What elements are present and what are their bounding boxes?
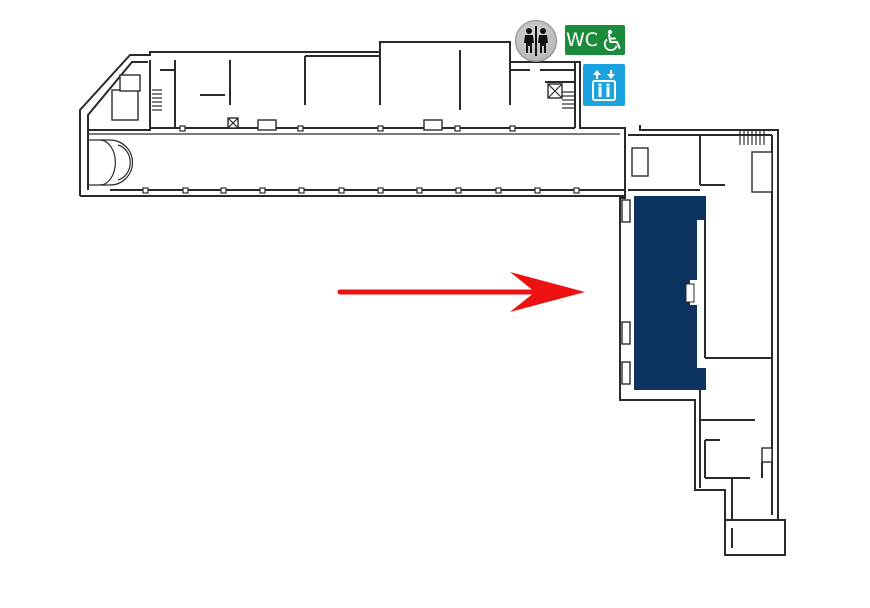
wheelchair-icon xyxy=(603,29,621,51)
highlighted-room-door xyxy=(685,283,695,303)
elevator-icon xyxy=(592,70,616,101)
wc-label: WC xyxy=(565,29,599,51)
corridor-columns xyxy=(142,187,580,194)
wc-sign: WC xyxy=(565,25,625,55)
elevator-sign xyxy=(583,64,625,106)
direction-arrow xyxy=(337,272,585,312)
restroom-sign xyxy=(515,20,557,62)
right-wing-walls xyxy=(619,125,786,556)
highlighted-room[interactable] xyxy=(634,196,706,390)
male-female-icon xyxy=(524,26,548,56)
top-wing-walls xyxy=(79,41,626,197)
